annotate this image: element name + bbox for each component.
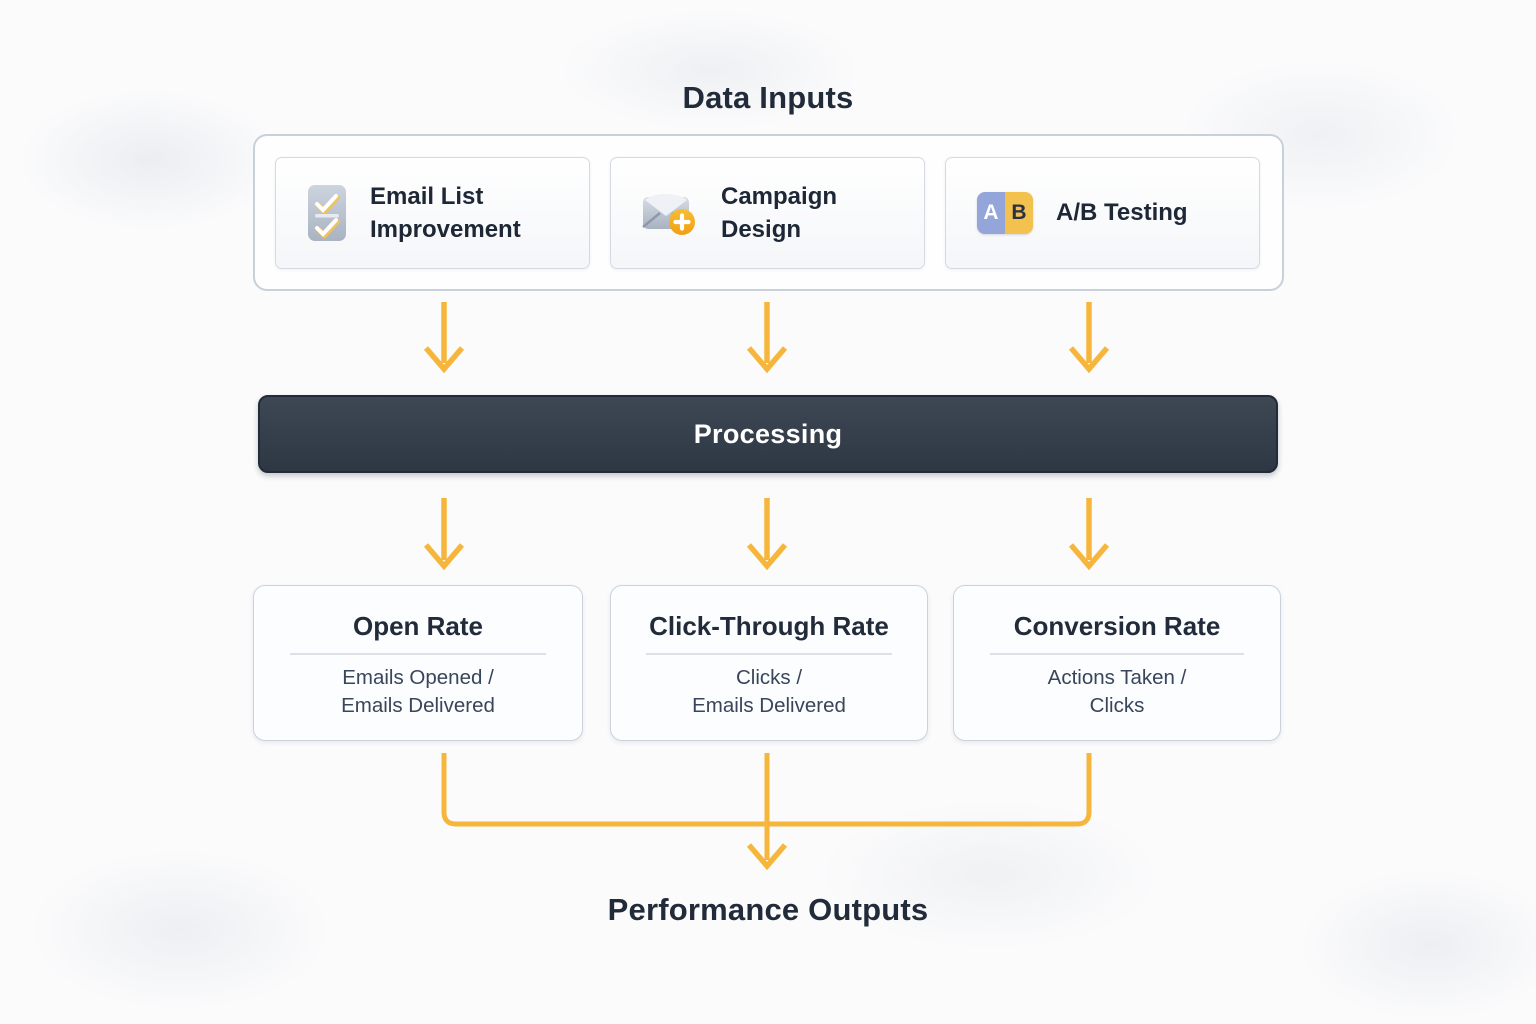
background-smudge: [30, 850, 330, 1010]
formula-line: Emails Delivered: [692, 693, 846, 717]
arrow-down-icon: [1068, 302, 1110, 374]
output-formula: Actions Taken / Clicks: [1048, 664, 1187, 721]
input-box-campaign-design: Campaign Design: [610, 157, 925, 269]
inputs-section-title: Data Inputs: [682, 80, 854, 115]
divider: [645, 653, 893, 655]
inputs-container: Email List Improvement: [253, 134, 1284, 291]
output-box-open-rate: Open Rate Emails Opened / Emails Deliver…: [253, 585, 583, 741]
formula-line: Actions Taken /: [1047, 665, 1187, 689]
processing-bar: Processing: [258, 395, 1278, 473]
output-box-conversion-rate: Conversion Rate Actions Taken / Clicks: [953, 585, 1281, 741]
output-box-click-through-rate: Click-Through Rate Clicks / Emails Deliv…: [610, 585, 928, 741]
outputs-section-title: Performance Outputs: [607, 892, 929, 927]
formula-line: Emails Delivered: [341, 693, 495, 717]
arrow-down-icon: [746, 498, 788, 571]
output-title: Conversion Rate: [1013, 611, 1221, 641]
arrow-down-icon: [1068, 498, 1110, 571]
output-title: Click-Through Rate: [649, 611, 889, 641]
input-box-ab-testing: A B A/B Testing: [945, 157, 1260, 269]
input-box-email-list-improvement: Email List Improvement: [275, 157, 590, 269]
formula-line: Clicks /: [735, 665, 803, 689]
merge-connector: [441, 753, 1092, 871]
formula-line: Emails Opened /: [342, 665, 494, 689]
processing-label: Processing: [693, 418, 843, 449]
divider: [989, 653, 1245, 655]
ab-split-icon: A B: [977, 192, 1033, 234]
envelope-add-icon: [642, 189, 698, 237]
ab-icon-letter-a: A: [977, 192, 1005, 234]
input-label: A/B Testing: [1056, 199, 1188, 227]
formula-line: Clicks: [1089, 693, 1145, 717]
input-label: Campaign Design: [721, 182, 838, 243]
ab-icon-letter-b: B: [1005, 192, 1033, 234]
divider: [290, 653, 546, 655]
output-formula: Clicks / Emails Delivered: [692, 664, 846, 721]
arrow-down-icon: [746, 302, 788, 374]
output-formula: Emails Opened / Emails Delivered: [341, 664, 495, 721]
checklist-icon: [307, 184, 347, 242]
input-label: Email List Improvement: [370, 182, 521, 243]
arrow-down-icon: [423, 302, 465, 374]
output-title: Open Rate: [352, 611, 484, 641]
arrow-down-icon: [423, 498, 465, 571]
